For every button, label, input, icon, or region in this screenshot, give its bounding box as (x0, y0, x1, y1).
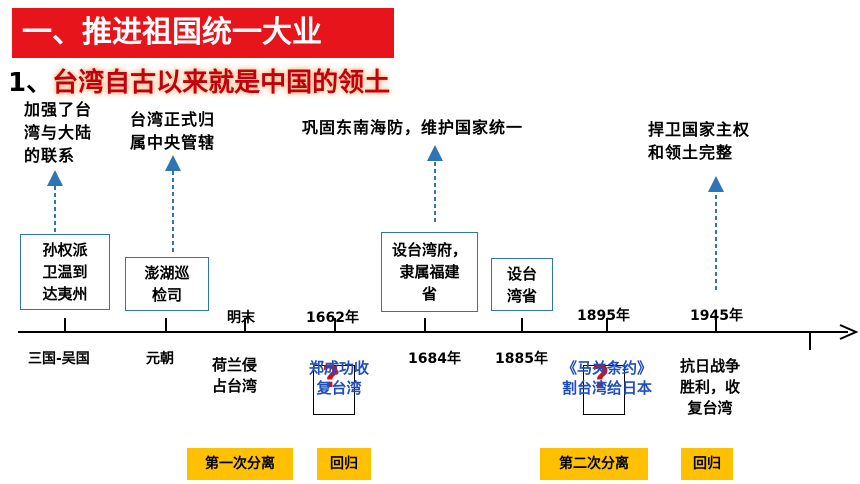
tag-second-separation: 第二次分离 (540, 448, 648, 480)
tag-return-2: 回归 (681, 448, 733, 480)
question-box-1 (313, 365, 355, 415)
label-1684: 1684年 (408, 351, 461, 367)
event-box-taiwan-prefecture: 设台湾府，隶属福建省 (381, 232, 478, 312)
event-box-penghu: 澎湖巡检司 (125, 257, 209, 311)
subtitle-number: 1、 (8, 68, 53, 98)
label-late-ming: 明末 (227, 310, 255, 326)
event-box-sunquan: 孙权派卫温到达夷州 (20, 234, 110, 310)
event-box-taiwan-province: 设台湾省 (491, 258, 553, 311)
note-strengthen-link: 加强了台 湾与大陆 的联系 (24, 100, 93, 165)
tag-return-1: 回归 (317, 448, 371, 480)
label-war-victory: 抗日战争胜利，收复台湾 (680, 357, 741, 417)
timeline-arrowhead-icon (839, 324, 859, 340)
note-central-jurisdiction: 台湾正式归 属中央管辖 (130, 110, 216, 152)
note-coastal-defense: 巩固东南海防，维护国家统一 (302, 118, 524, 137)
question-box-2 (583, 365, 625, 415)
subtitle: 1、台湾自古以来就是中国的领土 (8, 62, 390, 99)
subtitle-text: 台湾自古以来就是中国的领土 (52, 68, 391, 98)
title-banner: 一、推进祖国统一大业 (12, 8, 394, 58)
label-dutch-occupation: 荷兰侵占台湾 (212, 356, 258, 395)
note-sovereignty: 捍卫国家主权 和领土完整 (648, 120, 751, 162)
tag-first-separation: 第一次分离 (187, 448, 293, 480)
page-title: 一、推进祖国统一大业 (22, 15, 322, 50)
label-1945: 1945年 (690, 308, 743, 324)
label-three-kingdoms: 三国-吴国 (28, 351, 90, 367)
text-zheng-chenggong: 郑成功收复台湾 (308, 359, 369, 397)
label-1895: 1895年 (577, 308, 630, 324)
question-mark-1: ? (322, 360, 340, 395)
label-1662: 1662年 (306, 310, 359, 326)
question-mark-2: ? (592, 360, 610, 395)
label-yuan: 元朝 (146, 351, 174, 367)
label-1885: 1885年 (495, 351, 548, 367)
text-shimonoseki-treaty: 《马关条约》割台湾给日本 (561, 359, 652, 397)
